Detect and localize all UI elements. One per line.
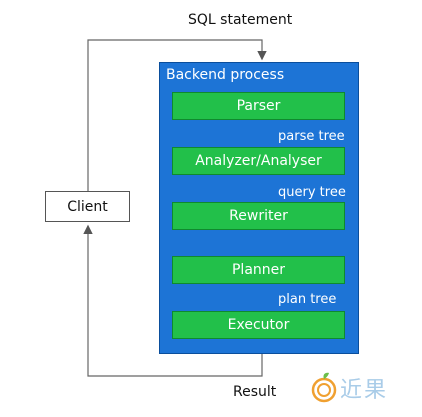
orange-logo-icon: [311, 372, 337, 403]
sql-statement-arrow: [87, 39, 267, 191]
flow-label-plan-tree: plan tree: [278, 292, 337, 307]
stage-parser: Parser: [172, 92, 345, 120]
stage-planner: Planner: [172, 256, 345, 284]
stage-executor: Executor: [172, 311, 345, 339]
flow-label-query-tree: query tree: [278, 185, 346, 200]
result-arrow: [83, 224, 263, 377]
stage-analyzer: Analyzer/Analyser: [172, 147, 345, 175]
flow-label-parse-tree: parse tree: [278, 129, 345, 144]
stage-rewriter: Rewriter: [172, 202, 345, 230]
result-label: Result: [233, 384, 277, 400]
client-box: Client: [45, 191, 130, 222]
backend-process-title: Backend process: [166, 67, 285, 83]
client-label: Client: [67, 198, 108, 215]
watermark: 近果: [310, 370, 400, 410]
watermark-text: 近果: [340, 378, 389, 403]
sql-statement-label: SQL statement: [188, 12, 293, 28]
backend-process-box: Backend process Parser parse tree Analyz…: [159, 62, 359, 354]
